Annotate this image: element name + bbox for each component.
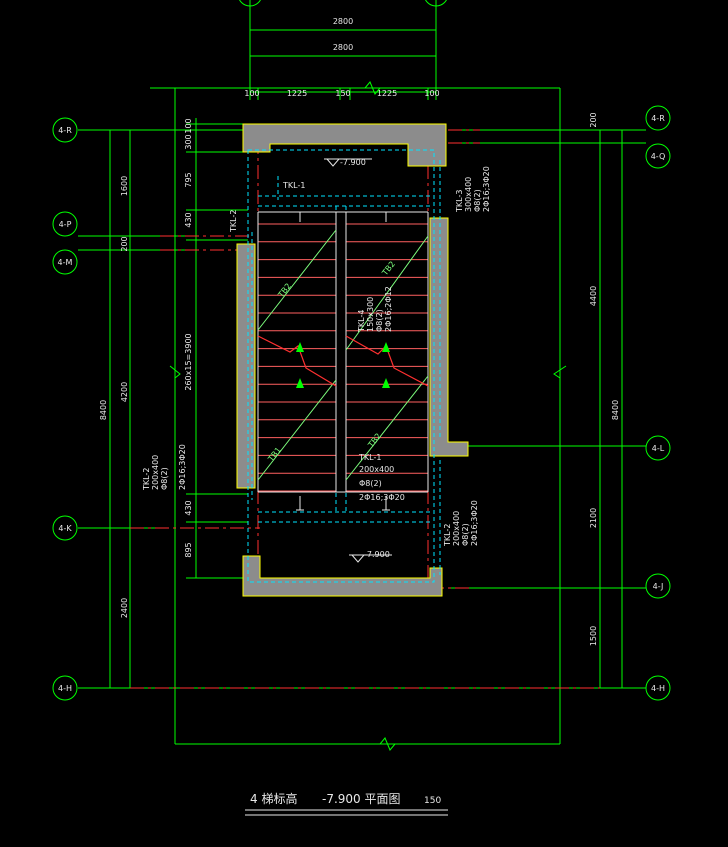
title-scale: 150: [424, 796, 441, 806]
grid-label: 4-R: [58, 126, 72, 135]
beam-label-tkl2-stirrup: Φ8(2): [160, 467, 169, 490]
stair-label: TB2: [380, 260, 397, 279]
dim-segment: 150: [335, 89, 350, 98]
dim-outer: 4200: [120, 382, 129, 402]
arrow-icon: [296, 342, 390, 388]
dim-inner: 300: [184, 134, 193, 149]
beam-label-tkl3-name: TKL-3: [455, 190, 464, 213]
right-dimension-text: 200 4400 2100 1500 8400: [589, 112, 620, 646]
beam-label-tkl4-size: 150x300: [366, 297, 375, 332]
beam-label-tkl4-name: TKL-4: [357, 310, 366, 333]
stair-label: TB1: [266, 446, 283, 465]
wall-right: [429, 217, 469, 457]
stair-treads: [258, 223, 428, 492]
dim-total-left: 8400: [99, 400, 108, 420]
grid-label: 4-K: [58, 524, 72, 533]
grid-label: 4-J: [653, 582, 664, 591]
dim-segment: 100: [424, 89, 439, 98]
grid-labels-left: 4-R 4-P 4-M 4-K 4-H: [58, 126, 73, 693]
level-triangle-icon: [325, 158, 341, 167]
dim-outer: 200: [120, 236, 129, 251]
beam-label-tkl4-bars: 2Φ16;2Φ12: [384, 286, 393, 332]
dim-segment: 1225: [377, 89, 397, 98]
beam-label-tkl2-name: TKL-2: [142, 468, 151, 491]
stair-edges: [257, 211, 429, 511]
beam-label-tkl2-size: 200x400: [151, 455, 160, 490]
dim-outer: 4400: [589, 286, 598, 306]
stair-labels: TB2 TB2 TB1 TB2: [266, 260, 397, 465]
beam-label-tkl1-bars: 2Φ16;3Φ20: [359, 493, 405, 502]
beam-labels: TKL-1 TKL-2 TKL-3 300x400 Φ8(2) 2Φ16;3Φ2…: [142, 166, 491, 547]
beam-label-tkl3-stirrup: Φ8(2): [473, 189, 482, 212]
beam-label-tkl2r-name: TKL-2: [443, 524, 452, 547]
beam-label-tkl3-bars: 2Φ16;3Φ20: [482, 166, 491, 212]
title-text: 4 梯标高: [250, 791, 297, 806]
grid-lines: [78, 129, 646, 689]
stair-label: TB2: [276, 282, 293, 301]
dim-overall-a: 2800: [333, 17, 353, 26]
beam-label-tkl2r-stirrup: Φ8(2): [461, 523, 470, 546]
beam-label-tkl1-name: TKL-1: [358, 453, 381, 462]
dim-inner: 795: [184, 172, 193, 187]
beam-label-tkl2-bars: 2Φ16;3Φ20: [178, 444, 187, 490]
level-text-bottom: -7.900: [364, 550, 390, 559]
left-dimension-text: 100 300 795 430 260x15=3900 430 895 1600…: [99, 118, 193, 618]
dim-segment: 100: [244, 89, 259, 98]
wall-left: [236, 243, 256, 489]
beam-label-tkl4-stirrup: Φ8(2): [375, 309, 384, 332]
drawing-title: 4 梯标高 -7.900 平面图 150: [245, 791, 448, 816]
dim-inner: 895: [184, 542, 193, 557]
grid-label: 4-Q: [651, 152, 666, 161]
break-lines: [257, 335, 429, 387]
dim-inner: 430: [184, 212, 193, 227]
dim-inner: 100: [184, 118, 193, 133]
break-marks: [169, 81, 567, 751]
dim-outer: 1500: [589, 626, 598, 646]
axis-lines: [130, 129, 600, 689]
walls: [236, 123, 469, 597]
grid-label: 4-P: [59, 220, 72, 229]
grid-label: 4-R: [651, 114, 665, 123]
dim-total-right: 8400: [611, 400, 620, 420]
beam-label-tkl2r-size: 200x400: [452, 511, 461, 546]
dim-outer: 2400: [120, 598, 129, 618]
dim-outer: 1600: [120, 176, 129, 196]
stair-label: TB2: [366, 432, 383, 451]
dim-segment: 1225: [287, 89, 307, 98]
title-level: -7.900 平面图: [322, 792, 401, 806]
grid-label: 4-M: [58, 258, 73, 267]
grid-bubbles-right: [645, 105, 671, 701]
grid-bubbles-top: [239, 0, 447, 7]
grid-bubbles-left: [52, 117, 78, 701]
stair-diagonals: [257, 229, 429, 481]
wall-top: [242, 123, 447, 167]
dim-inner: 430: [184, 500, 193, 515]
dimension-lines: [109, 0, 623, 745]
grid-label: 4-H: [58, 684, 72, 693]
beam-label-tkl2-top: TKL-2: [229, 210, 238, 233]
dim-inner: 260x15=3900: [184, 333, 193, 390]
dim-overall-b: 2800: [333, 43, 353, 52]
level-text-top: -7.900: [340, 158, 366, 167]
dim-outer: 200: [589, 112, 598, 127]
level-triangle-icon: [350, 554, 366, 563]
beam-label-tkl2r-bars: 2Φ16;3Φ20: [470, 500, 479, 546]
wall-bottom: [242, 555, 443, 597]
grid-label: 4-L: [652, 444, 665, 453]
beam-label-tkl1-top: TKL-1: [282, 181, 305, 190]
level-marks: -7.900 -7.900: [324, 158, 392, 563]
beam-label-tkl3-size: 300x400: [464, 177, 473, 212]
beam-label-tkl1-stirrup: Φ8(2): [359, 479, 382, 488]
dim-outer: 2100: [589, 508, 598, 528]
grid-label: 4-H: [651, 684, 665, 693]
grid-labels-right: 4-R 4-Q 4-L 4-J 4-H: [651, 114, 666, 693]
beam-label-tkl1-size: 200x400: [359, 465, 394, 474]
top-dimension-text: 2800 2800 100 1225 150 1225 100: [244, 17, 439, 98]
